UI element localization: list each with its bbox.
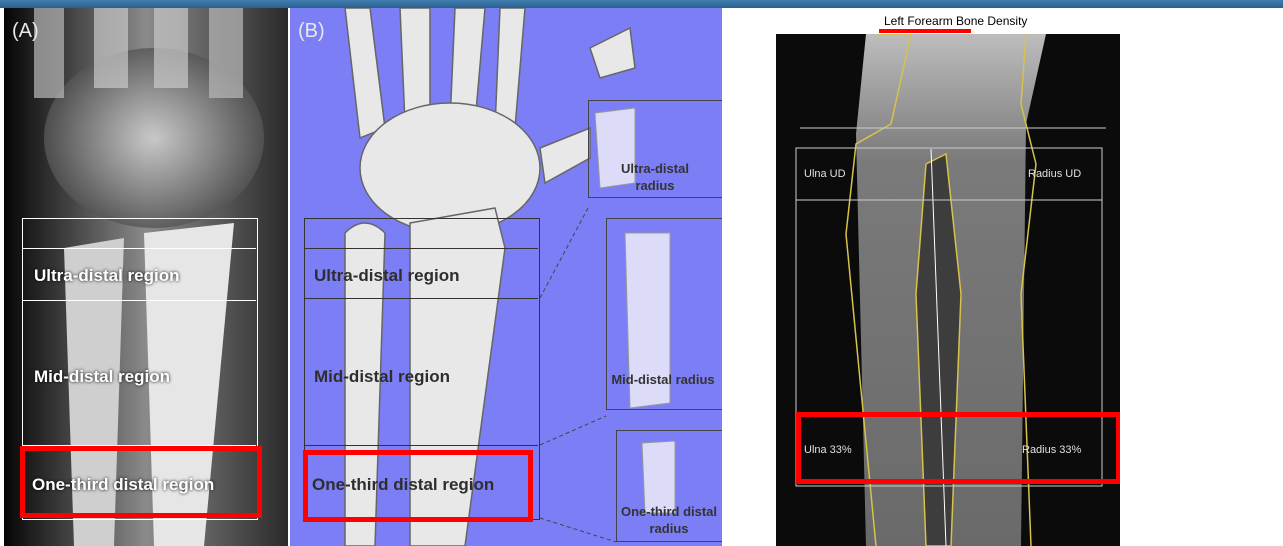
- title-highlight: [879, 29, 971, 33]
- ultra-distal-radius-label: Ultra-distal radius: [600, 160, 710, 194]
- one-third-label: One-third distal region: [312, 475, 494, 495]
- divider: [304, 445, 538, 446]
- divider: [22, 248, 256, 249]
- scan-title: Left Forearm Bone Density: [884, 14, 1027, 28]
- radius-ud-label: Radius UD: [1028, 168, 1081, 180]
- 3d-model-panel: (B) Ultra-distal region Mid-distal regio…: [290, 8, 722, 546]
- ulna-33-label: Ulna 33%: [804, 444, 852, 456]
- mid-distal-label: Mid-distal region: [314, 367, 450, 387]
- radius-33-label: Radius 33%: [1022, 444, 1081, 456]
- panel-a-letter: (A): [12, 20, 39, 43]
- mid-distal-label: Mid-distal region: [34, 367, 170, 387]
- divider: [304, 298, 538, 299]
- mid-distal-radius-label: Mid-distal radius: [608, 371, 718, 388]
- ultra-distal-label: Ultra-distal region: [314, 266, 459, 286]
- dxa-scan-panel: Ulna UD Radius UD Ulna 33% Radius 33%: [776, 34, 1120, 546]
- one-third-radius-label: One-third distal radius: [614, 503, 722, 537]
- divider: [22, 300, 256, 301]
- ulna-ud-label: Ulna UD: [804, 168, 846, 180]
- xray-panel: (A) Ultra-distal region Mid-distal regio…: [4, 8, 288, 546]
- divider: [304, 248, 538, 249]
- ultra-distal-label: Ultra-distal region: [34, 266, 179, 286]
- top-bar: [0, 0, 1283, 8]
- one-third-label: One-third distal region: [32, 475, 214, 495]
- panel-b-letter: (B): [298, 20, 325, 43]
